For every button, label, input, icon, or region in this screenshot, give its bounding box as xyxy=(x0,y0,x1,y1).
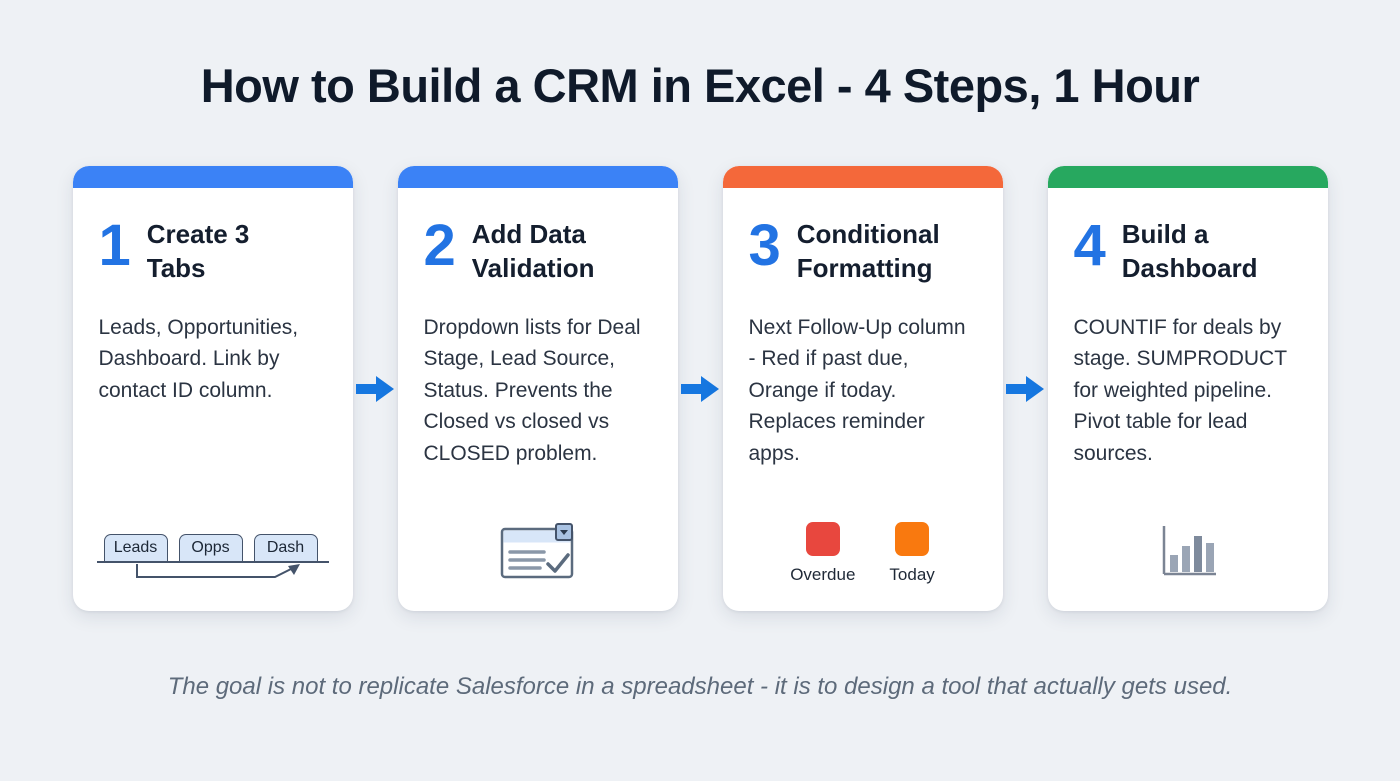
legend-item-today: Today xyxy=(889,522,935,585)
page-title: How to Build a CRM in Excel - 4 Steps, 1… xyxy=(200,59,1200,112)
today-swatch xyxy=(895,522,930,556)
flow-arrow-1 xyxy=(353,374,398,404)
sheet-tabs-illustration: Leads Opps Dash xyxy=(96,534,329,585)
status-legend: Overdue Today xyxy=(790,522,935,585)
step-description: Dropdown lists for Deal Stage, Lead Sour… xyxy=(423,315,641,465)
flow-arrow-2 xyxy=(678,374,723,404)
steps-row: 1 Create 3 Tabs Leads, Opportunities, Da… xyxy=(0,166,1400,611)
bar-chart-icon xyxy=(1162,526,1216,576)
step-heading: Conditional Formatting xyxy=(796,219,940,283)
dashboard-chart-illustration xyxy=(1156,522,1220,585)
step-number: 2 xyxy=(423,213,456,278)
sheet-tabs-row: Leads Opps Dash xyxy=(96,534,329,563)
step-heading: Build a Dashboard xyxy=(1121,219,1258,283)
link-arrow-icon xyxy=(135,564,300,578)
card-accent-bar xyxy=(72,166,353,188)
arrow-right-icon xyxy=(1006,375,1044,402)
arrow-right-icon xyxy=(356,375,394,402)
step-number: 3 xyxy=(748,213,781,278)
dropdown-list-illustration xyxy=(500,522,576,585)
legend-label: Overdue xyxy=(790,565,856,584)
step-description: Leads, Opportunities, Dashboard. Link by… xyxy=(98,315,299,402)
sheet-tab-leads: Leads xyxy=(103,534,168,561)
sheet-tab-opps: Opps xyxy=(178,534,243,561)
step-card-2: 2 Add Data Validation Dropdown lists for… xyxy=(397,166,678,611)
footer-note: The goal is not to replicate Salesforce … xyxy=(167,673,1233,700)
step-heading: Create 3 Tabs xyxy=(146,219,250,283)
card-accent-bar xyxy=(722,166,1003,188)
step-number: 4 xyxy=(1073,213,1106,278)
legend-label: Today xyxy=(889,565,935,584)
step-number: 1 xyxy=(98,213,131,278)
step-description: COUNTIF for deals by stage. SUMPRODUCT f… xyxy=(1073,315,1287,465)
card-accent-bar xyxy=(1047,166,1328,188)
flow-arrow-3 xyxy=(1003,374,1048,404)
step-heading: Add Data Validation xyxy=(471,219,595,283)
arrow-right-icon xyxy=(681,375,719,402)
step-card-3: 3 Conditional Formatting Next Follow-Up … xyxy=(722,166,1003,611)
step-description: Next Follow-Up column - Red if past due,… xyxy=(748,315,966,465)
card-accent-bar xyxy=(397,166,678,188)
overdue-swatch xyxy=(805,522,840,556)
sheet-tab-dash: Dash xyxy=(253,534,318,561)
step-card-1: 1 Create 3 Tabs Leads, Opportunities, Da… xyxy=(72,166,353,611)
legend-item-overdue: Overdue xyxy=(790,522,855,585)
dropdown-list-icon xyxy=(500,523,573,579)
step-card-4: 4 Build a Dashboard COUNTIF for deals by… xyxy=(1047,166,1328,611)
